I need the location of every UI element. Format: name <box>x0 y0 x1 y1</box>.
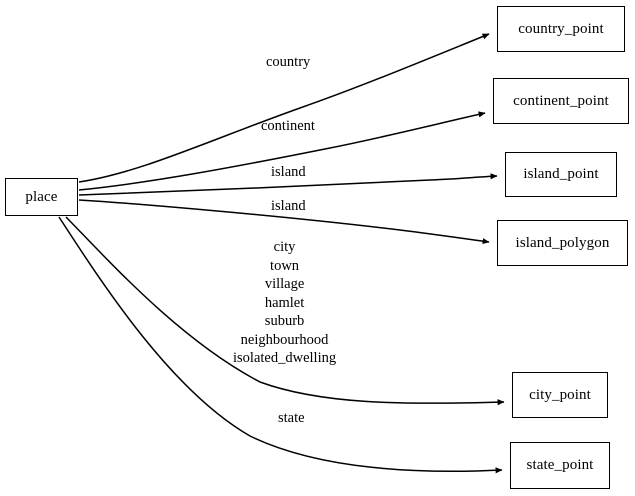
edge-label-island-point: island <box>271 164 306 181</box>
edge-label-line: isolated_dwelling <box>233 350 337 366</box>
node-city-point-label: city_point <box>529 386 591 403</box>
node-island-point-label: island_point <box>523 166 599 182</box>
edge-label-line: island <box>271 164 306 180</box>
node-island-polygon[interactable]: island_polygon <box>497 220 628 266</box>
node-island-polygon-label: island_polygon <box>515 234 610 251</box>
node-state-point-label: state_point <box>526 457 594 473</box>
node-place-label: place <box>25 188 58 205</box>
node-country-point[interactable]: country_point <box>497 6 625 52</box>
edge-label-line: city <box>273 239 296 255</box>
node-continent-point[interactable]: continent_point <box>493 78 629 124</box>
edge-place-to-state_point <box>58 216 503 474</box>
edge-label-line: state <box>278 410 305 426</box>
edge-label-line: country <box>266 54 311 70</box>
edge-label-line: town <box>270 257 300 274</box>
edge-label-line: village <box>264 276 305 292</box>
edge-label-city-group: city town village hamlet suburb neighbourhood… <box>233 238 336 368</box>
edge-label-line: hamlet <box>264 294 305 311</box>
edge-label-line: neighbourhood <box>240 331 329 348</box>
node-country-point-label: country_point <box>518 20 604 37</box>
edge-label-line: island <box>271 198 306 214</box>
edge-place-to-country_point <box>78 33 490 183</box>
edge-label-continent: continent <box>261 118 315 135</box>
edge-place-to-island_polygon <box>78 199 490 245</box>
edge-label-island-polygon: island <box>271 198 306 215</box>
node-place[interactable]: place <box>5 178 78 216</box>
node-island-point[interactable]: island_point <box>505 152 617 197</box>
node-state-point[interactable]: state_point <box>510 442 610 489</box>
edge-label-line: continent <box>261 118 315 134</box>
edge-label-line: suburb <box>264 313 305 329</box>
node-continent-point-label: continent_point <box>513 92 609 109</box>
edge-label-country: country <box>266 54 310 71</box>
edge-place-to-island_point <box>78 173 498 196</box>
edge-label-state: state <box>278 410 305 427</box>
edge-place-to-city_point <box>65 216 505 406</box>
edge-place-to-continent_point <box>78 111 486 191</box>
node-city-point[interactable]: city_point <box>512 372 608 418</box>
